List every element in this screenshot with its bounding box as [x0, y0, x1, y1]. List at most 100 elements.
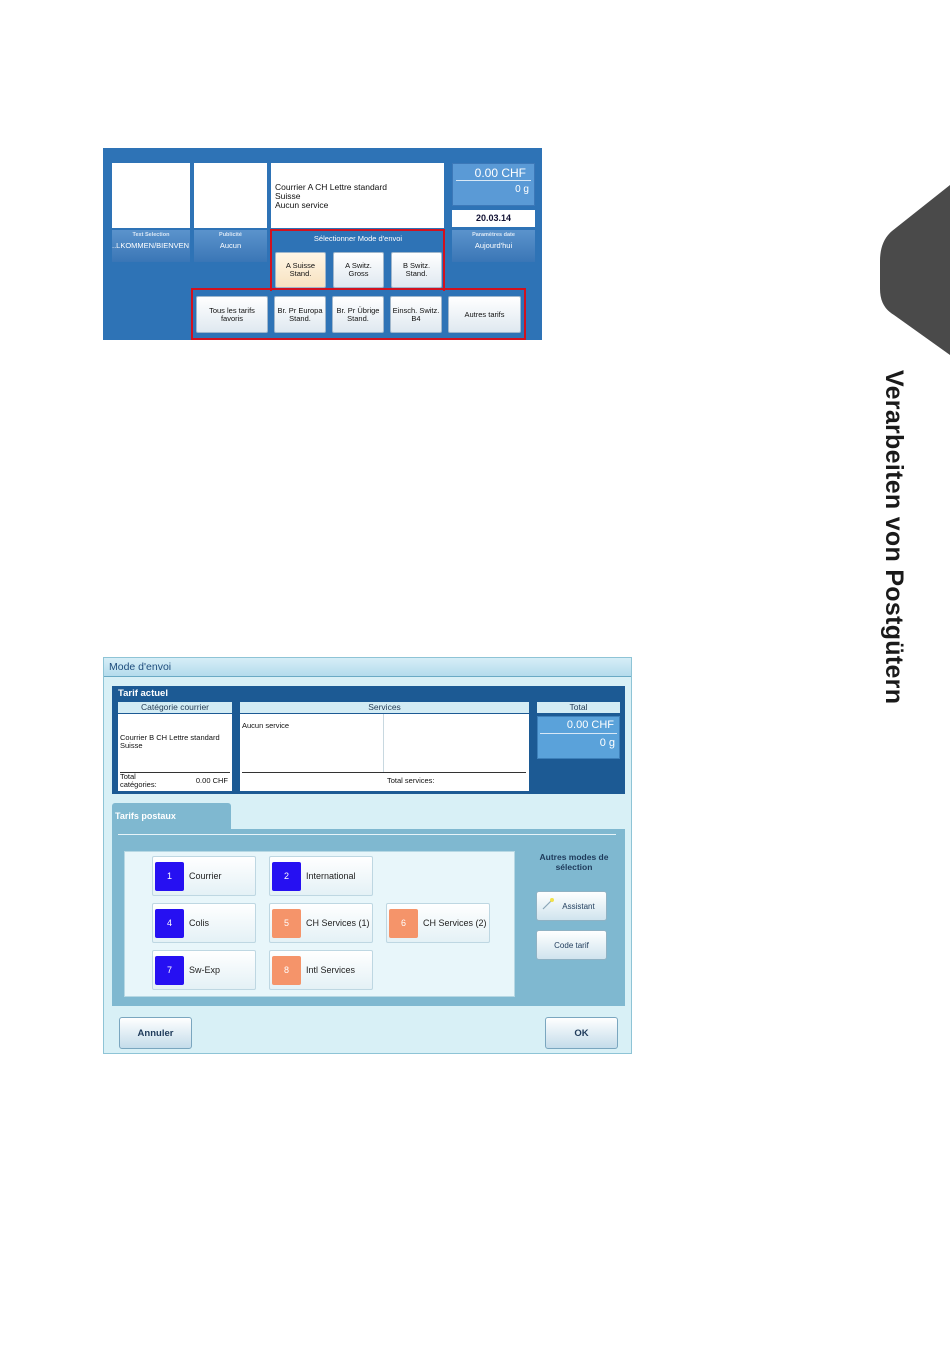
- category-number: 2: [272, 861, 301, 891]
- services-header: Services: [240, 702, 529, 713]
- category-number: 8: [272, 955, 301, 985]
- services-panel: Aucun service Total services:: [240, 714, 529, 791]
- category-button-international[interactable]: 2 International: [269, 856, 373, 896]
- tariff-button-einsch[interactable]: Einsch. Switz.B4: [390, 296, 442, 333]
- tariff-button-line: Stand.: [289, 313, 311, 323]
- tab-body: 1 Courrier 2 International 4 Colis 5 CH …: [112, 829, 625, 1006]
- mode-button-line: Stand.: [289, 269, 312, 278]
- screenshot-mode-envoi: Mode d'envoi Tarif actuel Catégorie cour…: [103, 657, 632, 1054]
- tarif-actuel-title: Tarif actuel: [118, 688, 168, 699]
- amount-value: 0.00 CHF: [456, 164, 531, 181]
- tariff-button-line: Tous les tarifs: [209, 305, 255, 315]
- category-button-colis[interactable]: 4 Colis: [152, 903, 256, 943]
- text-selection-caption: Text Selection: [132, 232, 170, 238]
- category-button-intl-services[interactable]: 8 Intl Services: [269, 950, 373, 990]
- tarif-actuel-panel: Tarif actuel Catégorie courrier Courrier…: [112, 686, 625, 794]
- mode-button-line: Gross: [348, 269, 369, 278]
- mode-button-b-switz[interactable]: B Switz.Stand.: [391, 252, 442, 288]
- tab-divider: [118, 834, 616, 835]
- assistant-button[interactable]: Assistant: [536, 891, 607, 921]
- category-label: International: [306, 871, 356, 881]
- screenshot-tariff-home: Courrier A CH Lettre standard Suisse Auc…: [103, 148, 542, 340]
- category-number: 5: [272, 908, 301, 938]
- wand-icon: [541, 897, 555, 911]
- mode-button-a-switz-gross[interactable]: A Switz.Gross: [333, 252, 384, 288]
- code-tarif-button[interactable]: Code tarif: [536, 930, 607, 960]
- categorie-panel: Courrier B CH Lettre standard Suisse Tot…: [118, 714, 232, 791]
- total-categories-value: 0.00 CHF: [195, 776, 228, 785]
- other-modes-label: Autres modes de sélection: [526, 852, 622, 872]
- category-label: CH Services (2): [423, 918, 487, 928]
- services-total-divider: [242, 772, 526, 773]
- chapter-title: Verarbeiten von Postgütern: [880, 370, 908, 705]
- current-tariff-panel: Courrier A CH Lettre standard Suisse Auc…: [271, 163, 444, 228]
- total-header: Total: [537, 702, 620, 713]
- amount-display: 0.00 CHF 0 g: [452, 163, 535, 206]
- tariff-button-line: Br. Pr Europa: [277, 305, 323, 315]
- mode-button-line: Stand.: [405, 269, 428, 278]
- mode-highlight-box: [270, 229, 445, 291]
- total-categories-label: Total: [120, 772, 136, 781]
- other-modes-line: Autres modes de: [539, 852, 609, 862]
- tab-tarifs-postaux[interactable]: Tarifs postaux: [112, 803, 231, 829]
- tariff-button-line: B4: [411, 313, 421, 323]
- category-button-courrier[interactable]: 1 Courrier: [152, 856, 256, 896]
- categorie-line: Suisse: [120, 741, 143, 750]
- text-selection-button[interactable]: Text Selection ..LKOMMEN/BIENVEN: [112, 230, 190, 262]
- text-selection-preview: [112, 163, 190, 228]
- assistant-label: Assistant: [562, 901, 595, 911]
- mode-selection-label: Sélectionner Mode d'envoi: [313, 234, 403, 243]
- text-selection-value: ..LKOMMEN/BIENVEN: [112, 241, 190, 250]
- date-parameters-button[interactable]: Paramètres date Aujourd'hui: [452, 230, 535, 262]
- tariff-button-line: Autres tarifs: [464, 309, 505, 319]
- category-label: Sw-Exp: [189, 965, 221, 975]
- total-weight: 0 g: [599, 737, 615, 749]
- mode-button-line: A Suisse: [285, 261, 316, 270]
- other-modes-line: sélection: [555, 862, 593, 872]
- categorie-divider: [120, 772, 230, 773]
- services-value: Aucun service: [242, 721, 290, 730]
- categorie-line: Courrier B CH Lettre standard: [120, 733, 220, 742]
- total-amount: 0.00 CHF: [540, 717, 617, 734]
- date-parameters-value: Aujourd'hui: [474, 241, 513, 250]
- tariff-button-line: favoris: [220, 313, 244, 323]
- category-label: Intl Services: [306, 965, 356, 975]
- category-label: Colis: [189, 918, 210, 928]
- category-number: 1: [155, 861, 184, 891]
- total-services-label: Total services:: [387, 776, 435, 785]
- date-display: 20.03.14: [452, 210, 535, 227]
- category-grid: 1 Courrier 2 International 4 Colis 5 CH …: [124, 851, 515, 997]
- tariff-button-line: Stand.: [347, 313, 369, 323]
- category-button-ch-services-2[interactable]: 6 CH Services (2): [386, 903, 490, 943]
- tariff-tabs: Tarifs postaux 1 Courrier 2 Internationa…: [112, 803, 625, 1006]
- current-tariff-line: Aucun service: [275, 200, 329, 210]
- current-tariff-line: Suisse: [275, 191, 301, 201]
- weight-value: 0 g: [515, 184, 529, 195]
- other-tariffs-button[interactable]: Autres tarifs: [448, 296, 521, 333]
- current-tariff-line: Courrier A CH Lettre standard: [275, 182, 387, 192]
- tariff-highlight-box: [191, 288, 526, 340]
- tariff-button-line: Einsch. Switz.: [392, 305, 440, 315]
- chapter-tab-shape: [880, 185, 950, 355]
- services-divider: [383, 714, 384, 772]
- cancel-button[interactable]: Annuler: [119, 1017, 192, 1049]
- mode-button-line: A Switz.: [345, 261, 372, 270]
- category-button-sw-exp[interactable]: 7 Sw-Exp: [152, 950, 256, 990]
- category-number: 4: [155, 908, 184, 938]
- category-number: 7: [155, 955, 184, 985]
- ok-button[interactable]: OK: [545, 1017, 618, 1049]
- total-categories-label: catégories:: [120, 780, 157, 789]
- category-label: Courrier: [189, 871, 222, 881]
- tariff-button-line: Br. Pr Übrige: [336, 305, 380, 315]
- publicite-button[interactable]: Publicité Aucun: [194, 230, 267, 262]
- category-button-ch-services-1[interactable]: 5 CH Services (1): [269, 903, 373, 943]
- publicite-value: Aucun: [219, 241, 242, 250]
- date-parameters-caption: Paramètres date: [472, 232, 515, 238]
- categorie-courrier-header: Catégorie courrier: [118, 702, 232, 713]
- category-label: CH Services (1): [306, 918, 370, 928]
- mode-button-line: B Switz.: [402, 261, 431, 270]
